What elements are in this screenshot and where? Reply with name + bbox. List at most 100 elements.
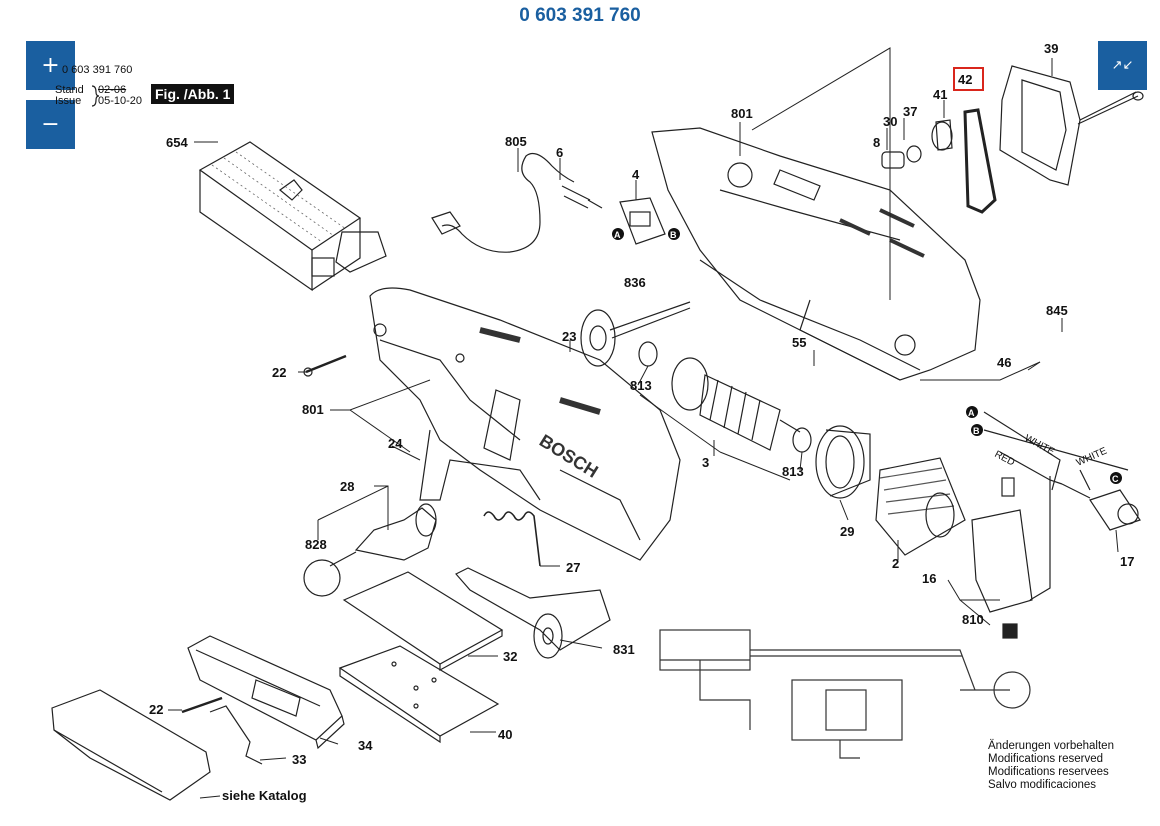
- label-39: 39: [1044, 41, 1058, 56]
- label-3: 3: [702, 455, 709, 470]
- header-issue-value: 05-10-20: [98, 95, 143, 107]
- bearing-part: [638, 341, 658, 367]
- figure-label: Fig. /Abb. 1: [151, 84, 235, 104]
- motor-part: [303, 503, 437, 597]
- note-line: Änderungen vorbehalten: [988, 740, 1114, 752]
- housing-top-part: [651, 127, 981, 381]
- note-line: Salvo modificaciones: [988, 779, 1097, 791]
- switch-module-part: [971, 476, 1051, 613]
- label-2: 2: [892, 556, 899, 571]
- note-line: Modifications reservees: [988, 766, 1109, 778]
- header-issue-label: Issue: [55, 95, 82, 107]
- zoom-in-button[interactable]: +: [26, 41, 75, 90]
- roller-lever-part: [455, 567, 611, 659]
- spring-part: [483, 511, 541, 567]
- wiring-diagram: [659, 629, 1031, 759]
- header-stand-label: Stand: [55, 84, 84, 96]
- label-831: 831: [613, 642, 635, 657]
- bearing-part: [792, 427, 812, 453]
- switch-plate-part: [619, 197, 666, 245]
- marker-c-circle: [1110, 472, 1122, 484]
- carbon-brush-part: [1002, 623, 1018, 639]
- base-frame-part: [187, 635, 345, 750]
- label-41: 41: [933, 87, 947, 102]
- highlight-box: [953, 67, 984, 91]
- label-810: 810: [962, 612, 984, 627]
- label-801-top: 801: [731, 106, 753, 121]
- label-22-bottom: 22: [149, 702, 163, 717]
- leader-lines: [168, 47, 1119, 799]
- marker-b-circle: [668, 228, 680, 240]
- label-24: 24: [388, 436, 403, 451]
- marker-a-circle: [612, 228, 624, 240]
- base-plate-part: [338, 645, 500, 744]
- header-stand-value: 02-06: [98, 84, 127, 96]
- page-title: 0 603 391 760: [519, 5, 641, 26]
- marker-a-label: A: [968, 408, 975, 418]
- screw-part: [305, 354, 347, 374]
- collapse-button[interactable]: ↗↙: [1098, 41, 1147, 90]
- note-line: Modifications reserved: [988, 753, 1104, 765]
- marker-a-label: A: [614, 230, 621, 240]
- label-22-top: 22: [272, 365, 286, 380]
- marker-b-circle: [971, 424, 983, 436]
- fan-ring-part: [815, 425, 871, 499]
- speed-control-part: [1061, 469, 1141, 531]
- label-813-b: 813: [782, 464, 804, 479]
- label-845: 845: [1046, 303, 1068, 318]
- wire-label-white: WHITE: [1023, 433, 1057, 458]
- wire-label-white: WHITE: [1075, 445, 1109, 468]
- label-siehe-katalog: siehe Katalog: [222, 788, 307, 803]
- label-8: 8: [873, 135, 880, 150]
- minus-icon: −: [41, 112, 60, 137]
- header-part-number: 0 603 391 760: [62, 64, 133, 76]
- notes: Änderungen vorbehalten Modifications res…: [988, 740, 1114, 792]
- label-16: 16: [922, 571, 936, 586]
- label-29: 29: [840, 524, 854, 539]
- label-34: 34: [358, 738, 373, 753]
- wire-label-red: RED: [993, 449, 1017, 469]
- label-805: 805: [505, 134, 527, 149]
- fan-gear-part: [580, 301, 691, 367]
- plus-icon: +: [41, 53, 60, 78]
- header-bracket: [91, 85, 100, 107]
- label-28: 28: [340, 479, 354, 494]
- label-654: 654: [166, 135, 188, 150]
- label-4: 4: [632, 167, 640, 182]
- marker-b-label: B: [670, 230, 677, 240]
- label-42: 42: [958, 72, 972, 87]
- label-23: 23: [562, 329, 576, 344]
- zoom-out-button[interactable]: −: [26, 100, 75, 149]
- dust-box-part: [198, 141, 387, 292]
- marker-a-circle: [966, 406, 978, 418]
- label-40: 40: [498, 727, 512, 742]
- label-801-left: 801: [302, 402, 324, 417]
- label-17: 17: [1120, 554, 1134, 569]
- marker-c-label: C: [1112, 474, 1119, 484]
- platen-part: [342, 571, 504, 665]
- pulley-group: [881, 108, 997, 214]
- collapse-icon: ↗↙: [1111, 58, 1134, 73]
- wire-labels: WHITE WHITE RED: [993, 433, 1109, 469]
- label-46: 46: [997, 355, 1011, 370]
- label-37: 37: [903, 104, 917, 119]
- armature-part: [671, 357, 801, 451]
- cover-plate-part: [999, 65, 1144, 186]
- toothed-belt: [963, 108, 997, 214]
- field-coil-part: [875, 457, 966, 556]
- connector-markers: A B A B C: [612, 228, 1122, 484]
- label-55: 55: [792, 335, 806, 350]
- housing-left-part: [369, 287, 681, 561]
- label-33: 33: [292, 752, 306, 767]
- label-30: 30: [883, 114, 897, 129]
- label-27: 27: [566, 560, 580, 575]
- label-32: 32: [503, 649, 517, 664]
- label-813-a: 813: [630, 378, 652, 393]
- clip-part: [209, 705, 263, 765]
- sanding-belt-part: [51, 689, 211, 801]
- dust-box-mesh: [211, 151, 347, 243]
- power-cord-part: [441, 153, 575, 253]
- wire-connectors: [983, 411, 1129, 491]
- label-836: 836: [624, 275, 646, 290]
